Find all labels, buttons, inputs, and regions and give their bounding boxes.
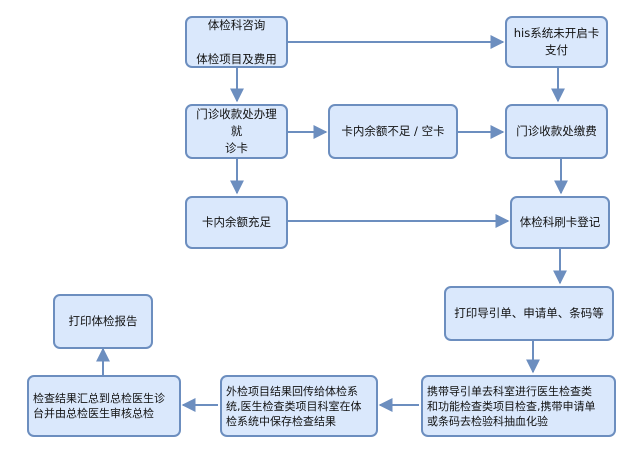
node-his-not-open: his系统未开启卡 支付 <box>505 16 608 68</box>
node-print-guide-label: 打印导引单、申请单、条码等 <box>454 306 604 320</box>
node-card-handling: 门诊收款处办理就 诊卡 <box>185 104 288 159</box>
node-summary-review-label: 检查结果汇总到总检医生诊 台并由总检医生审核总检 <box>33 392 165 420</box>
node-balance-sufficient: 卡内余额充足 <box>185 196 288 249</box>
node-payment-label: 门诊收款处缴费 <box>516 124 597 138</box>
node-summary-review: 检查结果汇总到总检医生诊 台并由总检医生审核总检 <box>27 375 181 437</box>
node-print-report: 打印体检报告 <box>53 294 153 349</box>
node-register: 体检科刷卡登记 <box>510 196 610 249</box>
node-register-label: 体检科刷卡登记 <box>519 215 601 229</box>
node-balance-sufficient-label: 卡内余额充足 <box>202 215 271 229</box>
node-balance-insufficient: 卡内余额不足 / 空卡 <box>328 104 458 159</box>
node-balance-insufficient-label: 卡内余额不足 / 空卡 <box>341 124 445 138</box>
node-print-guide: 打印导引单、申请单、条码等 <box>444 286 614 341</box>
node-print-report-label: 打印体检报告 <box>68 314 138 328</box>
node-consult-label: 体检科咨询 体检项目及费用 <box>196 17 277 66</box>
node-consult: 体检科咨询 体检项目及费用 <box>185 16 288 68</box>
node-payment: 门诊收款处缴费 <box>505 104 608 159</box>
node-external-results-label: 外检项目结果回传给体检系 统,医生检查类项目科室在体 检系统中保存检查结果 <box>226 384 362 428</box>
node-his-not-open-label: his系统未开启卡 支付 <box>513 26 600 57</box>
node-carry-guide-label: 携带导引单去科室进行医生检查类 和功能检查类项目检查,携带申请单 或条码去检验科… <box>427 384 596 428</box>
node-card-handling-label: 门诊收款处办理就 诊卡 <box>196 107 277 155</box>
node-carry-guide: 携带导引单去科室进行医生检查类 和功能检查类项目检查,携带申请单 或条码去检验科… <box>421 375 616 437</box>
node-external-results: 外检项目结果回传给体检系 统,医生检查类项目科室在体 检系统中保存检查结果 <box>220 375 378 437</box>
